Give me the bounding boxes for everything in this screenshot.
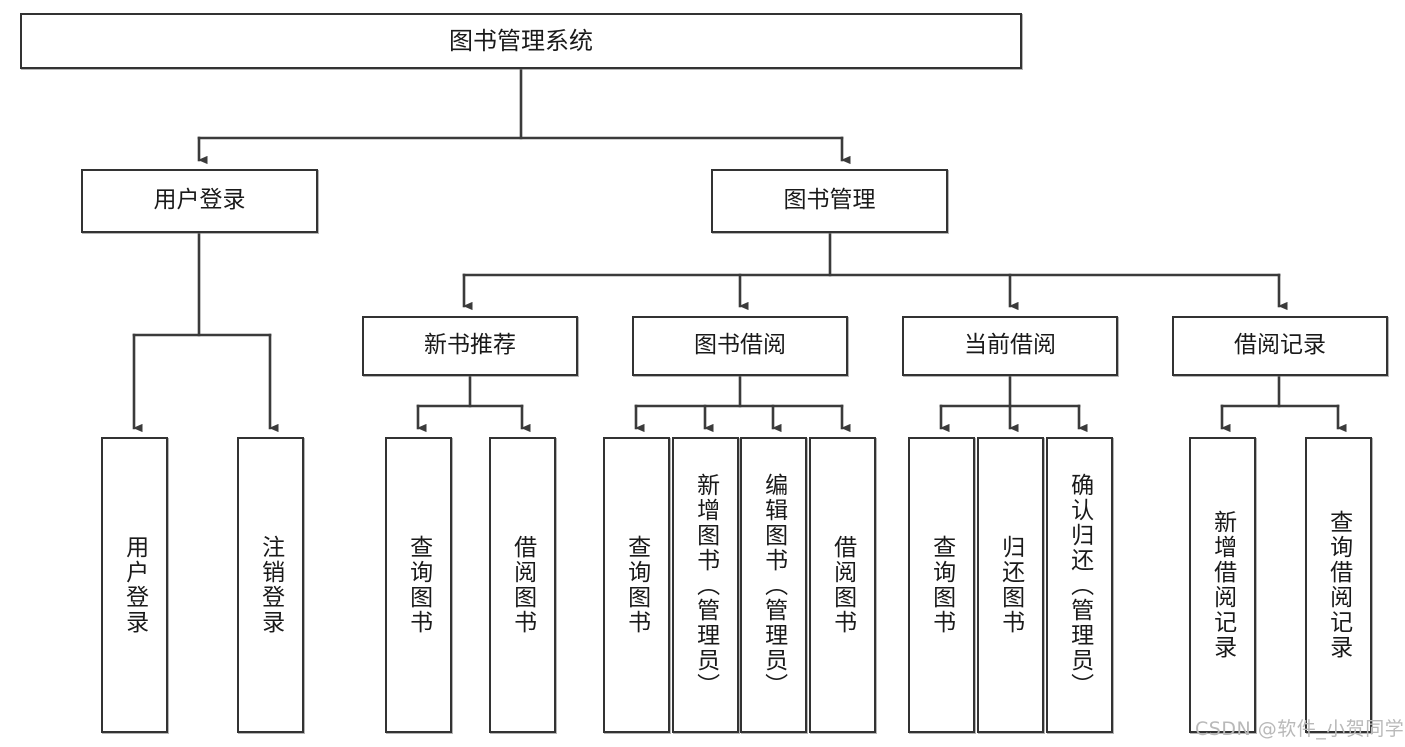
- node-label: 借阅记录: [1234, 332, 1326, 359]
- node-current-borrow[interactable]: 当前借阅: [902, 316, 1118, 376]
- node-book-borrow[interactable]: 图书借阅: [632, 316, 848, 376]
- node-label: 当前借阅: [964, 332, 1056, 359]
- node-borrow-record[interactable]: 借阅记录: [1172, 316, 1388, 376]
- node-book-management[interactable]: 图书管理: [711, 169, 948, 233]
- node-label: 查询图书: [623, 535, 650, 635]
- leaf-current-borrow-return[interactable]: 归还图书: [977, 437, 1044, 733]
- node-label: 查询图书: [405, 535, 432, 635]
- leaf-borrow-record-query[interactable]: 查询借阅记录: [1305, 437, 1372, 733]
- node-label: 新书推荐: [424, 332, 516, 359]
- leaf-user-login-logout[interactable]: 注销登录: [237, 437, 304, 733]
- leaf-book-borrow-query[interactable]: 查询图书: [603, 437, 670, 733]
- node-label: 确认归还（管理员）: [1066, 472, 1093, 698]
- node-label: 归还图书: [997, 535, 1024, 635]
- node-user-login[interactable]: 用户登录: [81, 169, 318, 233]
- leaf-current-borrow-query[interactable]: 查询图书: [908, 437, 975, 733]
- node-label: 借阅图书: [829, 535, 856, 635]
- node-label: 注销登录: [257, 535, 284, 635]
- leaf-new-book-borrow[interactable]: 借阅图书: [489, 437, 556, 733]
- node-new-book-recommend[interactable]: 新书推荐: [362, 316, 578, 376]
- node-label: 用户登录: [121, 535, 148, 635]
- leaf-borrow-record-add[interactable]: 新增借阅记录: [1189, 437, 1256, 733]
- node-label: 新增借阅记录: [1209, 510, 1236, 660]
- leaf-user-login-login[interactable]: 用户登录: [101, 437, 168, 733]
- node-label: 新增图书（管理员）: [692, 472, 719, 698]
- leaf-book-borrow-add[interactable]: 新增图书（管理员）: [672, 437, 739, 733]
- watermark-text: CSDN @软件_小贺同学: [1195, 718, 1405, 740]
- node-label: 借阅图书: [509, 535, 536, 635]
- node-label: 编辑图书（管理员）: [760, 472, 787, 698]
- leaf-book-borrow-edit[interactable]: 编辑图书（管理员）: [740, 437, 807, 733]
- node-label: 查询借阅记录: [1325, 510, 1352, 660]
- leaf-new-book-query[interactable]: 查询图书: [385, 437, 452, 733]
- node-label: 用户登录: [153, 187, 246, 214]
- node-label: 图书借阅: [694, 332, 786, 359]
- node-label: 图书管理: [783, 187, 876, 214]
- node-label: 查询图书: [928, 535, 955, 635]
- node-label: 图书管理系统: [449, 26, 593, 55]
- leaf-book-borrow-borrow[interactable]: 借阅图书: [809, 437, 876, 733]
- node-root-system[interactable]: 图书管理系统: [20, 13, 1022, 69]
- leaf-current-borrow-confirm-return[interactable]: 确认归还（管理员）: [1046, 437, 1113, 733]
